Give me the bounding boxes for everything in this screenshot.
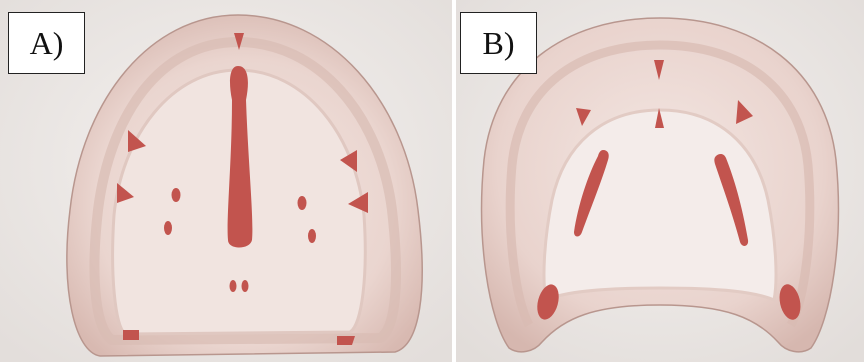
posterior-relief-dot-1 xyxy=(230,280,237,292)
left-relief-dot-2 xyxy=(164,221,172,235)
right-posterior-relief-mark xyxy=(337,336,355,345)
posterior-relief-dot-2 xyxy=(242,280,249,292)
left-posterior-relief-mark xyxy=(123,330,139,340)
panel-a-label: A) xyxy=(8,12,85,74)
left-relief-dot-1 xyxy=(172,188,181,202)
right-relief-dot-1 xyxy=(298,196,307,210)
panel-b-label: B) xyxy=(460,12,537,74)
right-relief-dot-2 xyxy=(308,229,316,243)
